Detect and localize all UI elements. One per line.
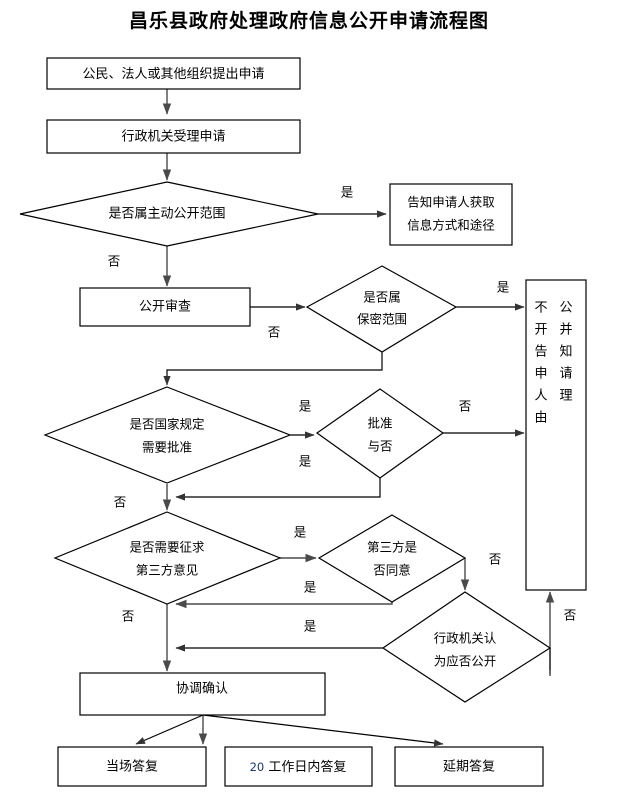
node-no-disclose-col-left-c6: 由 xyxy=(534,411,547,426)
node-public-review[interactable]: 公开审查 xyxy=(79,287,251,327)
edge-approved-yes-loop xyxy=(175,478,381,501)
node-need-third-party[interactable]: 是否需要征求 第三方意见 xyxy=(53,511,282,605)
node-apply[interactable]: 公民、法人或其他组织提出申请 xyxy=(46,57,301,90)
node-third-party-agree[interactable]: 第三方是 否同意 xyxy=(317,514,467,603)
edge-label-proactive-no: 否 xyxy=(108,254,121,269)
edge-label-third-no: 否 xyxy=(122,609,135,624)
node-no-disclose-col-right-c5: 理 xyxy=(559,389,572,404)
edge-label-approval-no: 否 xyxy=(114,495,127,510)
node-accept[interactable]: 行政机关受理申请 xyxy=(46,119,301,154)
edge-label-approval-yes-upper: 是 xyxy=(299,399,312,414)
node-reply-delayed[interactable]: 延期答复 xyxy=(394,746,544,787)
node-approved-line2: 与否 xyxy=(367,439,392,454)
edge-secret-no-to-need-approval xyxy=(163,352,383,386)
edge-label-third-agree-no: 否 xyxy=(489,552,502,567)
node-secret-scope-line1: 是否属 xyxy=(363,290,401,305)
node-need-third-party-line2: 第三方意见 xyxy=(136,563,199,578)
node-reply-delayed-label: 延期答复 xyxy=(443,759,495,775)
node-reply-onsite[interactable]: 当场答复 xyxy=(57,746,207,787)
edge-label-approved-no: 否 xyxy=(459,399,472,414)
node-no-disclose-col-right-c2: 并 xyxy=(559,323,572,338)
edge-label-third-yes-upper: 是 xyxy=(294,525,307,540)
node-proactive-scope[interactable]: 是否属主动公开范围 xyxy=(19,181,319,247)
edge-label-third-yes-lower: 是 xyxy=(304,580,317,595)
node-agency-decide[interactable]: 行政机关认 为应否公开 xyxy=(381,591,552,703)
node-reply-20days-number: 20 xyxy=(250,760,265,774)
node-apply-label: 公民、法人或其他组织提出申请 xyxy=(82,66,264,82)
node-reply-onsite-label: 当场答复 xyxy=(106,759,158,775)
node-secret-scope[interactable]: 是否属 保密范围 xyxy=(305,265,458,353)
node-need-approval-line2: 需要批准 xyxy=(142,440,192,455)
node-no-disclose-col-right-c3: 知 xyxy=(559,344,572,360)
node-no-disclose-col-left-c1: 不 xyxy=(534,301,547,316)
node-need-third-party-line1: 是否需要征求 xyxy=(129,540,205,555)
node-approved[interactable]: 批准 与否 xyxy=(315,388,445,479)
node-no-disclose[interactable]: 公 并 知 请 理 不 开 告 申 人 由 xyxy=(525,279,587,591)
edge-label-secret-yes: 是 xyxy=(497,280,510,295)
node-no-disclose-col-left-c4: 申 xyxy=(534,367,547,382)
node-no-disclose-col-right-c4: 请 xyxy=(559,367,572,382)
node-no-disclose-col-left-c2: 开 xyxy=(534,323,547,338)
node-inform-applicant-line2: 信息方式和途径 xyxy=(407,218,495,233)
edge-third-agree-yes-loop xyxy=(175,599,393,609)
node-third-party-agree-line2: 否同意 xyxy=(373,563,411,578)
node-reply-20days-suffix: 工作日内答复 xyxy=(264,759,346,775)
node-inform-applicant-line1: 告知申请人获取 xyxy=(407,195,495,210)
node-need-approval-line1: 是否国家规定 xyxy=(129,417,204,432)
node-proactive-scope-label: 是否属主动公开范围 xyxy=(108,207,225,222)
node-inform-applicant[interactable]: 告知申请人获取 信息方式和途径 xyxy=(389,183,513,246)
node-no-disclose-col-left-c5: 人 xyxy=(534,389,547,404)
edge-label-third-agree-yes: 是 xyxy=(304,619,317,634)
node-coordinate-confirm[interactable]: 协调确认 xyxy=(79,672,326,716)
edge-coordinate-to-onsite xyxy=(135,714,204,745)
node-no-disclose-col-left-c3: 告 xyxy=(534,345,547,360)
node-reply-20days-label: 20 工作日内答复 xyxy=(250,759,347,775)
node-agency-decide-line1: 行政机关认 xyxy=(434,631,497,646)
node-secret-scope-line2: 保密范围 xyxy=(357,312,407,327)
edge-label-approval-yes-lower: 是 xyxy=(299,454,312,469)
node-need-approval[interactable]: 是否国家规定 需要批准 xyxy=(43,386,292,484)
node-coordinate-confirm-label: 协调确认 xyxy=(176,682,228,697)
edge-label-agency-no: 否 xyxy=(564,608,577,623)
node-reply-20days[interactable]: 20 工作日内答复 xyxy=(224,746,373,787)
edge-coordinate-to-delayed xyxy=(202,714,444,747)
node-accept-label: 行政机关受理申请 xyxy=(121,130,225,145)
page-title: 昌乐县政府处理政府信息公开申请流程图 xyxy=(128,10,489,32)
edge-label-secret-no: 否 xyxy=(268,325,281,340)
node-approved-line1: 批准 xyxy=(367,416,392,431)
node-public-review-label: 公开审查 xyxy=(139,300,191,315)
node-agency-decide-line2: 为应否公开 xyxy=(434,654,497,669)
node-third-party-agree-line1: 第三方是 xyxy=(367,540,418,555)
node-no-disclose-col-right-c1: 公 xyxy=(559,301,572,316)
edge-label-proactive-yes: 是 xyxy=(341,185,354,200)
